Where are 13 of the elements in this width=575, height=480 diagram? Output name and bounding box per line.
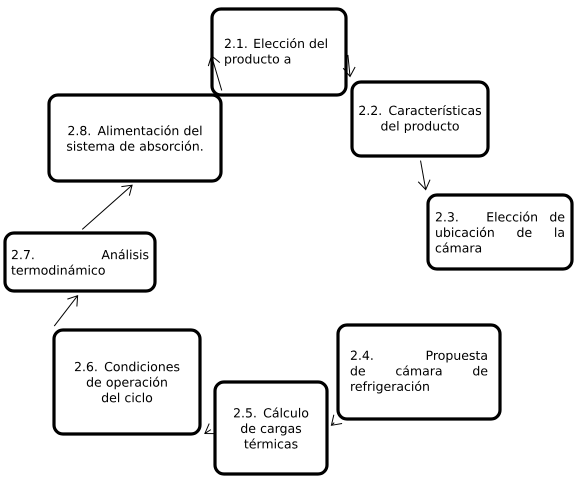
process-box: 2.4. Propuesta de cámara de refrigeración [336, 323, 502, 421]
process-box: 2.5. Cálculo de cargas térmicas [213, 380, 329, 476]
process-box: 2.7. Análisis termodinámico [3, 231, 157, 293]
process-box: 2.6. Condiciones de operación del ciclo [52, 328, 202, 436]
process-box: 2.8. Alimentación del sistema de absorción. [47, 93, 223, 183]
process-box: 2.3. Elección de ubicación de la cámara [426, 193, 574, 271]
arrow [418, 160, 431, 190]
arrow [208, 54, 222, 92]
process-box: 2.1. Elección del producto a [210, 7, 348, 97]
arrow [54, 294, 78, 327]
arrow [82, 184, 133, 230]
arrow [342, 54, 356, 78]
process-box: 2.2. Características del producto [350, 80, 490, 158]
